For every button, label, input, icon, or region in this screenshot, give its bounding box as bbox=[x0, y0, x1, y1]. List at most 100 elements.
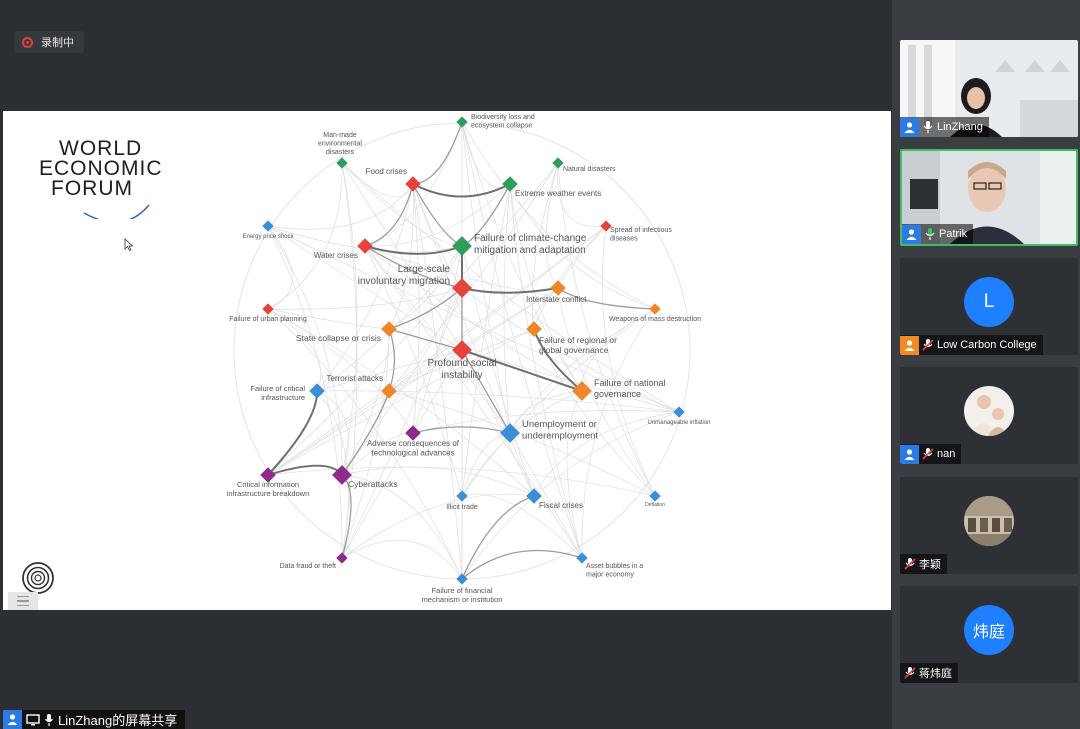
strong-edge bbox=[461, 349, 583, 392]
risk-label-line: Deflation bbox=[645, 502, 665, 508]
participant-tile-liying[interactable]: 李颖 bbox=[900, 477, 1078, 574]
risk-node-climate[interactable] bbox=[452, 236, 472, 256]
strong-edge bbox=[557, 287, 656, 310]
risk-label-extreme: Extreme weather events bbox=[515, 189, 601, 198]
risk-node-biodiversity[interactable] bbox=[456, 116, 468, 128]
mic-muted-icon bbox=[922, 339, 934, 351]
faint-edge bbox=[557, 162, 656, 497]
risk-node-deflation[interactable] bbox=[649, 490, 661, 502]
risk-label-line: Natural disasters bbox=[563, 166, 616, 173]
risk-node-water[interactable] bbox=[357, 238, 373, 254]
faint-edge bbox=[509, 432, 583, 559]
participant-tile-patrik[interactable]: Patrik bbox=[900, 149, 1078, 246]
risk-node-datafraud[interactable] bbox=[336, 552, 348, 564]
mic-speaking-icon bbox=[925, 228, 935, 240]
risk-node-illicit[interactable] bbox=[456, 490, 468, 502]
risk-label-line: Energy price shock bbox=[242, 234, 294, 240]
risk-node-national[interactable] bbox=[572, 381, 592, 401]
recording-indicator[interactable]: 录制中 bbox=[14, 31, 84, 53]
spiral-icon[interactable] bbox=[21, 561, 55, 595]
faint-edge bbox=[364, 245, 656, 310]
participant-tile-nan[interactable]: nan bbox=[900, 367, 1078, 464]
risk-node-wmd[interactable] bbox=[649, 303, 661, 315]
risk-label-line: governance bbox=[594, 389, 641, 399]
risk-label-line: involuntary migration bbox=[358, 276, 450, 287]
risk-label-deflation: Deflation bbox=[645, 502, 665, 508]
risk-label-line: instability bbox=[441, 370, 482, 381]
risk-label-line: Fiscal crises bbox=[539, 501, 583, 510]
strong-edge bbox=[364, 245, 463, 255]
host-user-icon bbox=[902, 224, 921, 244]
risk-label-line: Profound social bbox=[428, 358, 497, 369]
risk-label-line: mitigation and adaptation bbox=[474, 245, 586, 256]
participant-name: 蒋炜庭 bbox=[919, 668, 952, 680]
strong-edge bbox=[461, 549, 583, 580]
risk-label-line: Extreme weather events bbox=[515, 189, 601, 198]
risk-label-line: Failure of financial bbox=[432, 586, 493, 595]
faint-edge bbox=[533, 411, 680, 497]
risk-node-unemployment[interactable] bbox=[500, 423, 520, 443]
faint-edge bbox=[341, 162, 463, 247]
faint-edge bbox=[364, 245, 583, 559]
risk-node-urban[interactable] bbox=[262, 303, 274, 315]
risk-label-line: disasters bbox=[326, 149, 355, 156]
participant-tile-linzhang[interactable]: LinZhang bbox=[900, 40, 1078, 137]
risk-label-line: Biodiversity loss and bbox=[471, 114, 535, 121]
avatar: 炜庭 bbox=[964, 605, 1014, 655]
mouse-cursor-icon bbox=[124, 238, 134, 252]
risk-label-line: Illicit trade bbox=[446, 504, 478, 511]
risk-node-assetbubble[interactable] bbox=[576, 552, 588, 564]
participant-namebar: Low Carbon College bbox=[900, 335, 1043, 355]
risk-label-line: Failure of urban planning bbox=[229, 316, 307, 323]
risk-node-financial[interactable] bbox=[456, 573, 468, 585]
mic-muted-icon bbox=[904, 558, 916, 570]
strong-edge bbox=[461, 495, 535, 580]
risk-node-natural[interactable] bbox=[552, 157, 564, 169]
faint-edge bbox=[364, 245, 463, 497]
risk-node-social[interactable] bbox=[452, 340, 472, 360]
faint-edges bbox=[267, 121, 680, 580]
faint-edge bbox=[316, 390, 680, 413]
avatar bbox=[964, 386, 1014, 436]
screen-share-icon bbox=[26, 713, 40, 725]
faint-edge bbox=[316, 245, 463, 392]
faint-edge bbox=[267, 390, 390, 476]
risk-label-line: Failure of climate-change bbox=[474, 233, 587, 244]
faint-edge bbox=[341, 328, 390, 476]
risk-label-line: Water crises bbox=[314, 251, 358, 260]
risk-node-migration[interactable] bbox=[452, 278, 472, 298]
risk-label-line: Asset bubbles in a bbox=[586, 563, 643, 570]
faint-edge bbox=[412, 183, 420, 434]
faint-edge bbox=[388, 245, 463, 330]
risk-node-inflation[interactable] bbox=[673, 406, 685, 418]
risk-label-line: Large-scale bbox=[398, 264, 451, 275]
risk-node-critical[interactable] bbox=[309, 383, 325, 399]
faint-edge bbox=[388, 287, 559, 392]
risk-label-terrorist: Terrorist attacks bbox=[327, 374, 383, 383]
risk-node-cyber[interactable] bbox=[332, 465, 352, 485]
participant-tile-jiangweiting[interactable]: 炜庭 蒋炜庭 bbox=[900, 586, 1078, 683]
risk-node-food[interactable] bbox=[405, 176, 421, 192]
risk-label-wmd: Weapons of mass destruction bbox=[609, 316, 701, 323]
strong-edge bbox=[461, 349, 511, 434]
faint-edge bbox=[341, 287, 463, 559]
recording-label: 录制中 bbox=[41, 37, 74, 49]
participant-tile-low-carbon-college[interactable]: L Low Carbon College bbox=[900, 258, 1078, 355]
risk-label-line: ecosystem collapse bbox=[471, 122, 532, 129]
faint-edge bbox=[566, 390, 583, 559]
host-user-icon bbox=[3, 710, 22, 729]
faint-edge bbox=[267, 225, 343, 559]
faint-edge bbox=[341, 466, 535, 497]
avatar bbox=[964, 496, 1014, 546]
risk-node-state[interactable] bbox=[381, 321, 397, 337]
risk-node-energy[interactable] bbox=[262, 220, 274, 232]
faint-edge bbox=[461, 411, 680, 580]
faint-edge bbox=[461, 183, 511, 497]
menu-icon[interactable] bbox=[8, 592, 38, 610]
faint-edge bbox=[267, 225, 463, 351]
faint-edge bbox=[461, 121, 583, 559]
